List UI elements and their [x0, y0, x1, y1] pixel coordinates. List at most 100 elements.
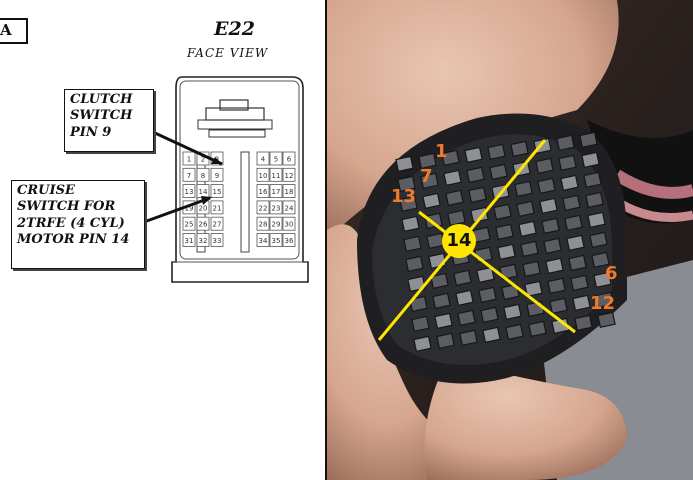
photo-cavity: [535, 157, 554, 175]
pin-cell-23: [269, 200, 283, 215]
connector-outline: [171, 76, 309, 283]
pin-number-15: 15: [213, 188, 222, 196]
pin-cell-4: [256, 151, 270, 166]
photo-cavity: [418, 152, 437, 170]
photo-pin-label-7: 7: [420, 166, 433, 187]
photo-cavity: [526, 300, 545, 318]
photo-cavity: [522, 260, 541, 278]
photo-pin-label-12: 12: [590, 293, 616, 314]
photo-cavity: [593, 271, 612, 289]
pin-number-4: 4: [261, 156, 266, 164]
photo-cavity: [495, 223, 514, 241]
pin-cell-17: [269, 184, 283, 199]
pin-number-2: 2: [201, 156, 205, 164]
photo-cavity: [556, 134, 575, 152]
photo-cavity: [549, 297, 568, 315]
photo-cavity: [430, 272, 449, 290]
photo-cavity: [489, 163, 508, 181]
pin-number-36: 36: [285, 237, 294, 245]
photo-cavity: [516, 200, 535, 218]
pin-number-31: 31: [185, 237, 194, 245]
pin-cell-28: [256, 216, 270, 231]
pin-cell-21: [210, 200, 224, 215]
photo-cavity: [545, 257, 564, 275]
photo-cavity: [585, 191, 604, 209]
photo-cavity: [480, 306, 499, 324]
photo-cavity: [520, 240, 539, 258]
photo-cavity: [589, 231, 608, 249]
pin-cell-26: [196, 216, 210, 231]
photo-cavity: [497, 243, 516, 261]
pin-cell-30: [282, 216, 296, 231]
photo-cavity: [395, 155, 414, 173]
photo-cavity: [587, 211, 606, 229]
pin-cell-33: [210, 233, 224, 247]
photo-cavity: [579, 131, 598, 149]
photo-cavity: [493, 203, 512, 221]
photo-cavity: [537, 177, 556, 195]
photo-cavity: [503, 303, 522, 321]
photo-cavity: [514, 180, 533, 198]
photo-cavity: [583, 171, 602, 189]
photo-cavity: [453, 269, 472, 287]
photo-cavity: [591, 251, 610, 269]
connector-face-drawing: 1234567891011121314151617181920212223242…: [132, 76, 309, 283]
pin-cell-6: [282, 151, 296, 166]
connector-photo-panel: 1 7 13 6 12: [327, 0, 693, 480]
header-box: A: [0, 18, 28, 44]
pin-cell-25: [182, 216, 196, 231]
pin-cell-11: [269, 167, 283, 182]
photo-cavity: [420, 172, 439, 190]
photo-cavity: [455, 289, 474, 307]
photo-cavity: [572, 294, 591, 312]
pin-number-30: 30: [285, 221, 294, 229]
pin-number-19: 19: [185, 204, 194, 212]
photo-cavity: [397, 175, 416, 193]
pin-number-22: 22: [259, 204, 268, 212]
pin-cell-22: [256, 200, 270, 215]
clutch-leader-line: [141, 125, 223, 166]
photo-cavity: [558, 154, 577, 172]
photo-cavity: [574, 314, 593, 332]
pin-cell-16: [256, 184, 270, 199]
pin-number-24: 24: [285, 204, 294, 212]
pin-number-8: 8: [201, 172, 205, 180]
photo-cavity: [564, 214, 583, 232]
photo-cavity: [441, 149, 460, 167]
photo-cavity: [447, 209, 466, 227]
pin-number-34: 34: [259, 237, 268, 245]
photo-cavity: [597, 311, 616, 329]
photo-cavity: [539, 197, 558, 215]
pin-cell-32: [196, 233, 210, 247]
connector-diagram-panel: A E22 FACE VIEW 123456789101112131415161…: [0, 0, 325, 480]
photo-cavity: [409, 295, 428, 313]
photo-cavity: [413, 335, 432, 353]
photo-cavity: [432, 292, 451, 310]
pin-cell-10: [256, 167, 270, 182]
photo-cavity: [411, 315, 430, 333]
photo-cavity: [457, 309, 476, 327]
photo-cavity: [466, 166, 485, 184]
pin-number-10: 10: [259, 172, 268, 180]
header-box-label: A: [0, 21, 12, 39]
connector-subtitle: FACE VIEW: [187, 46, 269, 60]
photo-pin-label-13: 13: [391, 186, 417, 207]
pin-cell-24: [282, 200, 296, 215]
photo-cavity: [510, 140, 529, 158]
pin-cell-18: [282, 184, 296, 199]
photo-cavity: [459, 329, 478, 347]
photo-pin-label-6: 6: [605, 263, 618, 284]
pin-number-20: 20: [199, 204, 208, 212]
pin-cell-15: [210, 184, 224, 199]
photo-cavity: [566, 234, 585, 252]
pin-number-11: 11: [272, 172, 281, 180]
pin-number-35: 35: [272, 237, 281, 245]
pin-number-23: 23: [272, 204, 281, 212]
photo-cavity: [405, 255, 424, 273]
panel-divider: [325, 0, 327, 480]
pin-cell-27: [210, 216, 224, 231]
pin-cell-7: [182, 167, 196, 182]
photo-cavity: [581, 151, 600, 169]
pin-number-1: 1: [187, 156, 191, 164]
pin-number-26: 26: [199, 221, 208, 229]
